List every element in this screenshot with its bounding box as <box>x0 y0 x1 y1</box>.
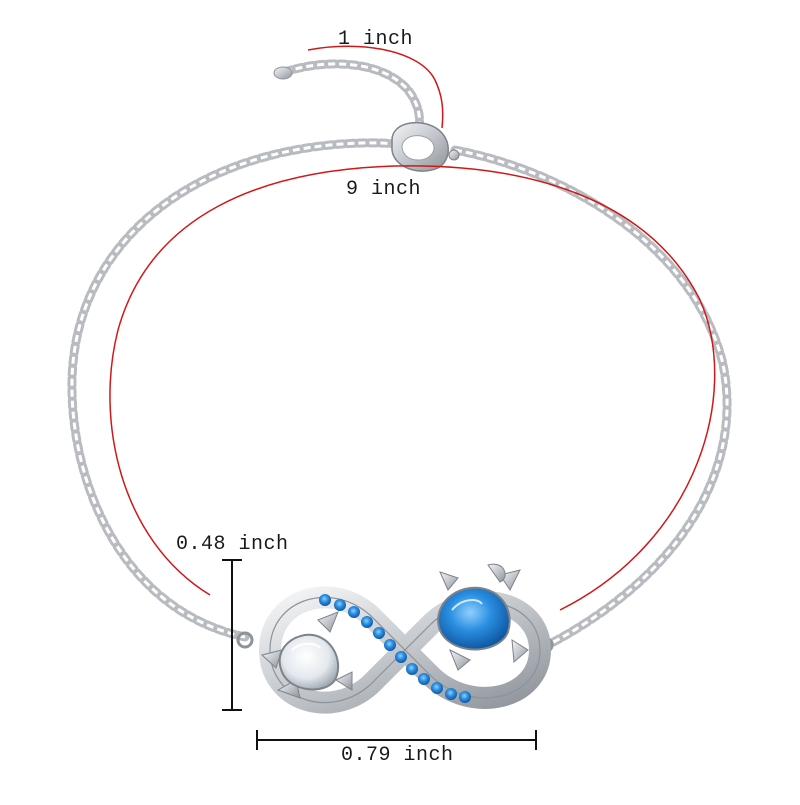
chain-length-label: 9 inch <box>346 178 422 201</box>
bracelet-chain <box>67 59 732 650</box>
infinity-charm <box>236 563 554 714</box>
charm-width-label: 0.79 inch <box>341 744 454 767</box>
chain-length-arc <box>109 165 716 611</box>
clear-turtle <box>260 611 353 699</box>
extender-tag <box>273 66 293 80</box>
extender-length-label: 1 inch <box>338 28 414 51</box>
blue-turtle <box>437 563 529 671</box>
blue-stone-row <box>319 594 471 703</box>
lobster-clasp <box>391 121 460 172</box>
dimension-guides <box>109 45 716 750</box>
charm-height-label: 0.48 inch <box>176 533 289 556</box>
extender-length-arc <box>307 45 444 129</box>
